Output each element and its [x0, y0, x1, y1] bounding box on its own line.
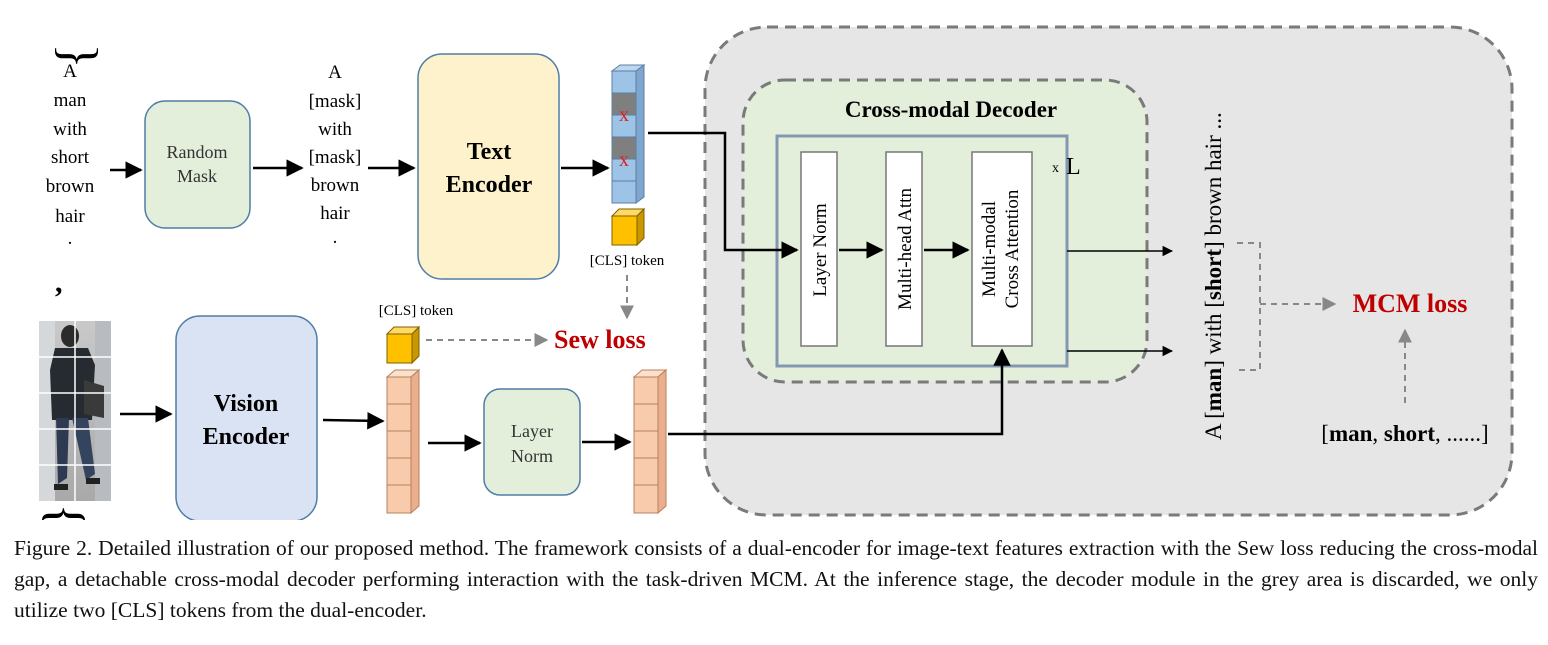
mask-mark-1: x: [619, 104, 629, 126]
vertical-sentence-bold: man: [1201, 368, 1226, 412]
figure-caption: Figure 2. Detailed illustration of our p…: [14, 536, 1538, 622]
input-word: man: [54, 90, 87, 111]
masked-word: hair: [320, 203, 350, 224]
text-encoder-box: [417, 53, 560, 280]
vision-encoder-box: [175, 315, 318, 520]
layer-norm-small-label-1: Layer: [511, 421, 553, 441]
answer-part: [: [1321, 421, 1329, 446]
multi-head-attn-block: [885, 151, 923, 347]
vertical-sentence-part: ] with [: [1201, 300, 1226, 368]
multi-head-attn-label: Multi-head Attn: [895, 188, 916, 310]
vertical-sentence-part: A [: [1201, 411, 1226, 440]
input-word: brown: [46, 176, 95, 197]
random-mask-label-1: Random: [167, 142, 228, 162]
cross-attention-label-1: Multi-modal: [979, 201, 1000, 297]
cross-modal-decoder-box: [741, 78, 1149, 384]
dashed-arrows: [426, 242, 1412, 403]
random-mask-box: [144, 100, 251, 229]
mask-mark-2: x: [619, 149, 629, 171]
bottom-brace: }: [33, 504, 90, 520]
repeat-x: x: [1052, 161, 1059, 176]
text-token-column: [610, 64, 646, 204]
mcm-loss-label: MCM loss: [1353, 289, 1468, 318]
answer-list: [man, short, ......]: [1321, 421, 1488, 446]
vertical-sentence-part: ] brown hair ...: [1201, 112, 1226, 249]
masked-words: A [mask] with [mask] brown hair .: [309, 62, 362, 248]
vision-token-column-1: [385, 368, 421, 515]
answer-bold: short: [1384, 421, 1435, 446]
masked-word: A: [328, 62, 342, 83]
vision-encoder-label-1: Vision: [214, 391, 278, 417]
text-encoder-label-2: Encoder: [446, 172, 533, 198]
random-mask-label-2: Mask: [177, 166, 217, 186]
vision-token-column-2: [632, 368, 668, 515]
answer-part: , ......]: [1435, 421, 1489, 446]
text-encoder-label-1: Text: [467, 139, 511, 165]
text-cls-label: [CLS] token: [590, 253, 665, 269]
layer-norm-small-box: [483, 388, 581, 496]
layer-norm-small-label-2: Norm: [511, 446, 553, 466]
repeat-L: L: [1066, 154, 1081, 180]
sew-loss-label: Sew loss: [554, 325, 646, 354]
input-word: short: [51, 147, 90, 168]
masked-word: [mask]: [309, 91, 362, 112]
masked-word: with: [318, 119, 352, 140]
vertical-sentence: A [man] with [short] brown hair ...: [1201, 112, 1226, 440]
answer-part: ,: [1372, 421, 1384, 446]
input-word: with: [53, 119, 87, 140]
text-cls-cube: [610, 207, 646, 247]
input-word: hair: [55, 206, 85, 227]
input-word: .: [68, 228, 73, 249]
input-words: A man with short brown hair .: [46, 61, 95, 249]
masked-word: [mask]: [309, 147, 362, 168]
layer-norm-label: Layer Norm: [810, 203, 831, 297]
answer-bold: man: [1329, 421, 1373, 446]
top-brace: }: [50, 44, 107, 69]
flow-arrows: [110, 131, 1011, 452]
masked-word: brown: [311, 175, 360, 196]
input-word: A: [63, 61, 77, 82]
cross-attention-label-2: Cross Attention: [1002, 189, 1023, 308]
masked-word: .: [333, 227, 338, 248]
vision-cls-label: [CLS] token: [379, 303, 454, 319]
vision-encoder-label-2: Encoder: [203, 424, 290, 450]
left-comma-mark: ,: [55, 266, 63, 299]
layer-norm-block: [800, 151, 838, 347]
person-image: [39, 321, 111, 501]
vision-cls-cube: [385, 325, 421, 365]
vertical-sentence-bold: short: [1201, 249, 1226, 300]
decoder-output-arrows: [1067, 245, 1174, 357]
cross-attention-block: [971, 151, 1033, 347]
method-diagram: Cross-modal Decoder x L Layer Norm Multi…: [33, 25, 1514, 520]
cross-modal-decoder-title: Cross-modal Decoder: [845, 97, 1057, 122]
